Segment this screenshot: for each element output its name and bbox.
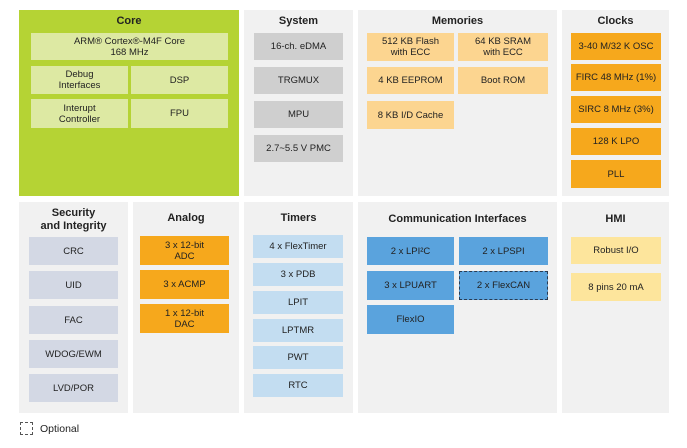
lvd-por-block: LVD/POR [29, 374, 118, 402]
fpu-block: FPU [131, 99, 228, 128]
high-drive-pins-block: 8 pins 20 mA [571, 273, 661, 301]
dac-block: 1 x 12-bit DAC [140, 304, 229, 333]
core-title: Core [116, 15, 142, 27]
flexcan-block: 2 x FlexCAN [459, 271, 548, 300]
uid-block: UID [29, 271, 118, 299]
robust-io-block: Robust I/O [571, 237, 661, 264]
osc-block: 3-40 M/32 K OSC [571, 33, 661, 60]
eeprom-block: 4 KB EEPROM [367, 67, 454, 94]
acmp-block: 3 x ACMP [140, 270, 229, 299]
trgmux-block: TRGMUX [254, 67, 343, 94]
communication-title: Communication Interfaces [388, 213, 527, 225]
pmc-block: 2.7~5.5 V PMC [254, 135, 343, 162]
memories-panel: Memories 512 KB Flash with ECC 64 KB SRA… [358, 10, 557, 196]
security-title: Security and Integrity [40, 207, 107, 232]
rtc-block: RTC [253, 374, 343, 397]
lptmr-block: LPTMR [253, 319, 343, 342]
hmi-panel: HMI Robust I/O 8 pins 20 mA [562, 202, 669, 413]
pwt-block: PWT [253, 346, 343, 369]
hmi-title: HMI [605, 213, 626, 225]
analog-title: Analog [167, 212, 205, 224]
wdog-ewm-block: WDOG/EWM [29, 340, 118, 368]
communication-panel: Communication Interfaces 2 x LPI²C 2 x L… [358, 202, 557, 413]
firc-block: FIRC 48 MHz (1%) [571, 64, 661, 91]
clocks-title: Clocks [597, 15, 634, 27]
core-panel: Core ARM® Cortex®-M4F Core 168 MHz Debug… [19, 10, 239, 196]
memories-title: Memories [431, 15, 484, 27]
flextimer-block: 4 x FlexTimer [253, 235, 343, 258]
flexio-block: FlexIO [367, 305, 454, 334]
security-panel: Security and Integrity CRC UID FAC WDOG/… [19, 202, 128, 413]
optional-legend-label: Optional [40, 423, 80, 435]
system-title: System [278, 15, 319, 27]
dsp-block: DSP [131, 66, 228, 94]
fac-block: FAC [29, 306, 118, 334]
sram-block: 64 KB SRAM with ECC [458, 33, 548, 61]
edma-block: 16-ch. eDMA [254, 33, 343, 60]
sirc-block: SIRC 8 MHz (3%) [571, 96, 661, 123]
lpuart-block: 3 x LPUART [367, 271, 454, 300]
crc-block: CRC [29, 237, 118, 265]
lpi2c-block: 2 x LPI²C [367, 237, 454, 265]
debug-interfaces-block: Debug Interfaces [31, 66, 128, 94]
interrupt-controller-block: Interupt Controller [31, 99, 128, 128]
pll-block: PLL [571, 160, 661, 188]
lpit-block: LPIT [253, 291, 343, 314]
pdb-block: 3 x PDB [253, 263, 343, 286]
cpu-core-block: ARM® Cortex®-M4F Core 168 MHz [31, 33, 228, 60]
system-panel: System 16-ch. eDMA TRGMUX MPU 2.7~5.5 V … [244, 10, 353, 196]
clocks-panel: Clocks 3-40 M/32 K OSC FIRC 48 MHz (1%) … [562, 10, 669, 196]
optional-legend-swatch [20, 422, 33, 435]
timers-panel: Timers 4 x FlexTimer 3 x PDB LPIT LPTMR … [244, 202, 353, 413]
lpspi-block: 2 x LPSPI [459, 237, 548, 265]
lpo-block: 128 K LPO [571, 128, 661, 155]
analog-panel: Analog 3 x 12-bit ADC 3 x ACMP 1 x 12-bi… [133, 202, 239, 413]
cache-block: 8 KB I/D Cache [367, 101, 454, 129]
adc-block: 3 x 12-bit ADC [140, 236, 229, 265]
mpu-block: MPU [254, 101, 343, 128]
timers-title: Timers [280, 212, 317, 224]
flash-block: 512 KB Flash with ECC [367, 33, 454, 61]
boot-rom-block: Boot ROM [458, 67, 548, 94]
